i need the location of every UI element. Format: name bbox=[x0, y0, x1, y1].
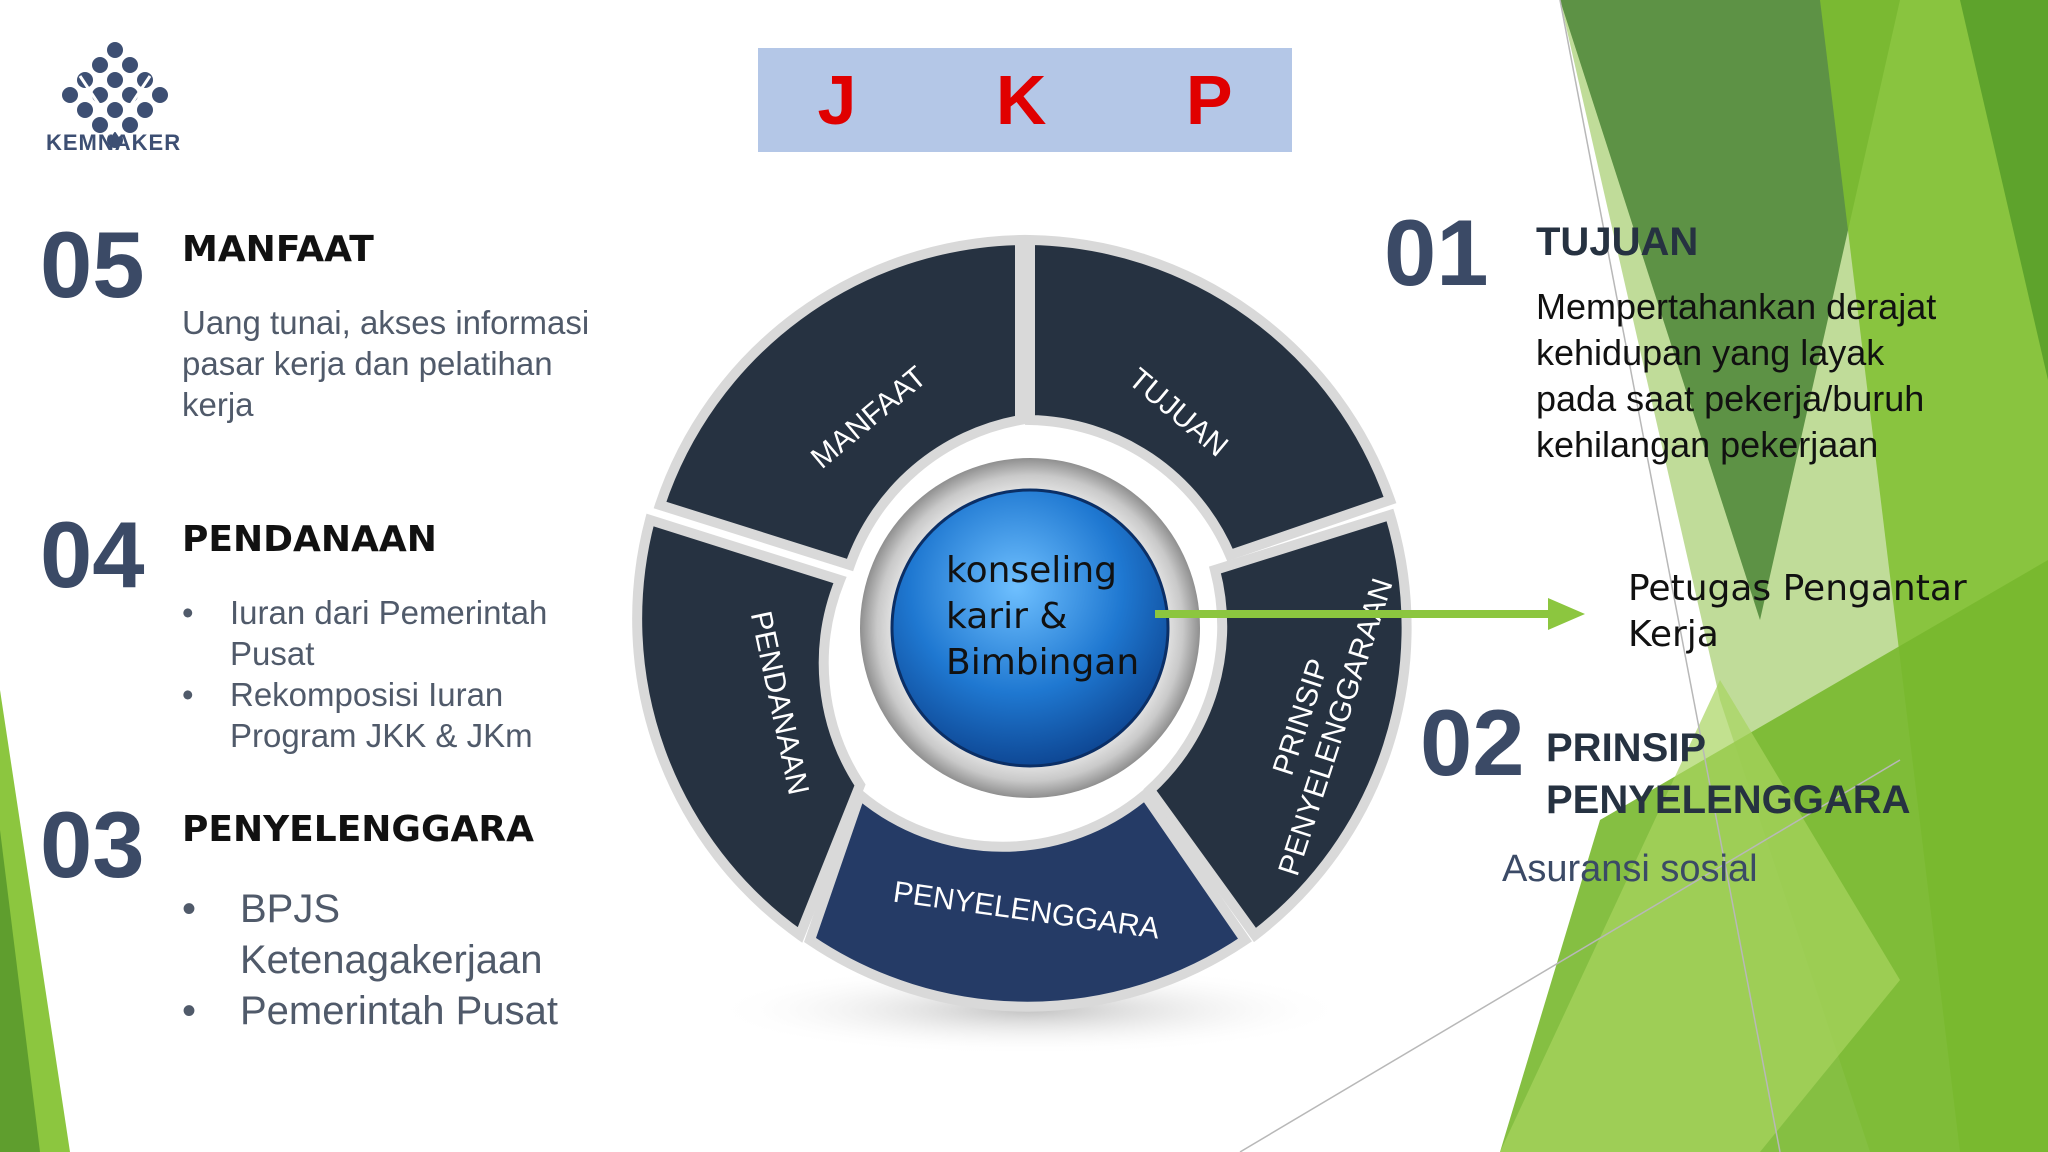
item-05-line-1: Uang tunai, akses informasi bbox=[182, 304, 590, 341]
kemnaker-logo-icon bbox=[62, 42, 168, 148]
item-03-bullet-1-line-1: BPJS bbox=[240, 887, 341, 931]
center-line-1: konseling bbox=[946, 550, 1117, 591]
item-01-line-4: kehilangan pekerjaan bbox=[1536, 424, 1879, 465]
item-04-number: 04 bbox=[40, 502, 145, 607]
center-line-2: karir & bbox=[946, 596, 1068, 637]
item-03-bullets: BPJS Ketenagakerjaan Pemerintah Pusat bbox=[182, 884, 558, 1037]
item-03-bullet-1: BPJS Ketenagakerjaan bbox=[182, 884, 558, 986]
arrow-head bbox=[1548, 598, 1585, 630]
item-03-number: 03 bbox=[40, 792, 145, 897]
item-04-heading: PENDANAAN bbox=[182, 519, 437, 560]
item-04-bullet-2: Rekomposisi Iuran Program JKK & JKm bbox=[182, 674, 547, 756]
item-05-line-2: pasar kerja dan pelatihan bbox=[182, 345, 553, 382]
item-01-text: Mempertahankan derajat kehidupan yang la… bbox=[1536, 284, 1936, 468]
segment-pendanaan bbox=[632, 513, 866, 943]
item-04-bullets: Iuran dari Pemerintah Pusat Rekomposisi … bbox=[182, 592, 547, 756]
segment-penyelenggara bbox=[804, 786, 1252, 1012]
item-04-bullet-1-line-1: Iuran dari Pemerintah bbox=[230, 594, 548, 631]
item-01-line-3: pada saat pekerja/buruh bbox=[1536, 378, 1925, 419]
item-01-number: 01 bbox=[1384, 200, 1489, 305]
title-box: J K P bbox=[758, 48, 1292, 152]
cycle-diagram bbox=[632, 234, 1412, 1012]
item-02-number: 02 bbox=[1420, 690, 1525, 795]
item-02-heading: PRINSIP PENYELENGGARA bbox=[1546, 722, 1911, 826]
segment-tujuan bbox=[1025, 234, 1397, 562]
item-02-text: Asuransi sosial bbox=[1502, 848, 1758, 890]
arrow-target-line-2: Kerja bbox=[1628, 614, 1719, 655]
item-04-bullet-1-line-2: Pusat bbox=[230, 635, 315, 672]
center-text: konseling karir & Bimbingan bbox=[946, 548, 1139, 686]
item-04-bullet-2-line-1: Rekomposisi Iuran bbox=[230, 676, 504, 713]
item-01-line-2: kehidupan yang layak bbox=[1536, 332, 1885, 373]
item-05-heading: MANFAAT bbox=[182, 229, 374, 270]
item-05-line-3: kerja bbox=[182, 386, 254, 423]
item-05-number: 05 bbox=[40, 212, 145, 317]
item-01-line-1: Mempertahankan derajat bbox=[1536, 286, 1937, 327]
item-01-heading: TUJUAN bbox=[1536, 220, 1699, 264]
segment-manfaat bbox=[653, 234, 1025, 572]
item-03-bullet-2: Pemerintah Pusat bbox=[182, 986, 558, 1037]
center-circle bbox=[890, 488, 1170, 768]
item-04-bullet-1: Iuran dari Pemerintah Pusat bbox=[182, 592, 547, 674]
item-05-text: Uang tunai, akses informasi pasar kerja … bbox=[182, 302, 589, 425]
center-line-3: Bimbingan bbox=[946, 642, 1140, 683]
item-03-bullet-2-line-1: Pemerintah Pusat bbox=[240, 989, 558, 1033]
item-02-heading-line-2: PENYELENGGARA bbox=[1546, 778, 1911, 822]
item-03-heading: PENYELENGGARA bbox=[182, 809, 534, 850]
title: J K P bbox=[817, 61, 1293, 139]
item-04-bullet-2-line-2: Program JKK & JKm bbox=[230, 717, 533, 754]
arrow-target-text: Petugas Pengantar Kerja bbox=[1628, 566, 1967, 658]
logo-text: KEMNAKER bbox=[46, 130, 182, 155]
item-02-heading-line-1: PRINSIP bbox=[1546, 726, 1707, 770]
segment-prinsip-penyelenggaraan bbox=[1143, 508, 1412, 943]
arrow-target-line-1: Petugas Pengantar bbox=[1628, 568, 1967, 609]
item-03-bullet-1-line-2: Ketenagakerjaan bbox=[240, 938, 543, 982]
